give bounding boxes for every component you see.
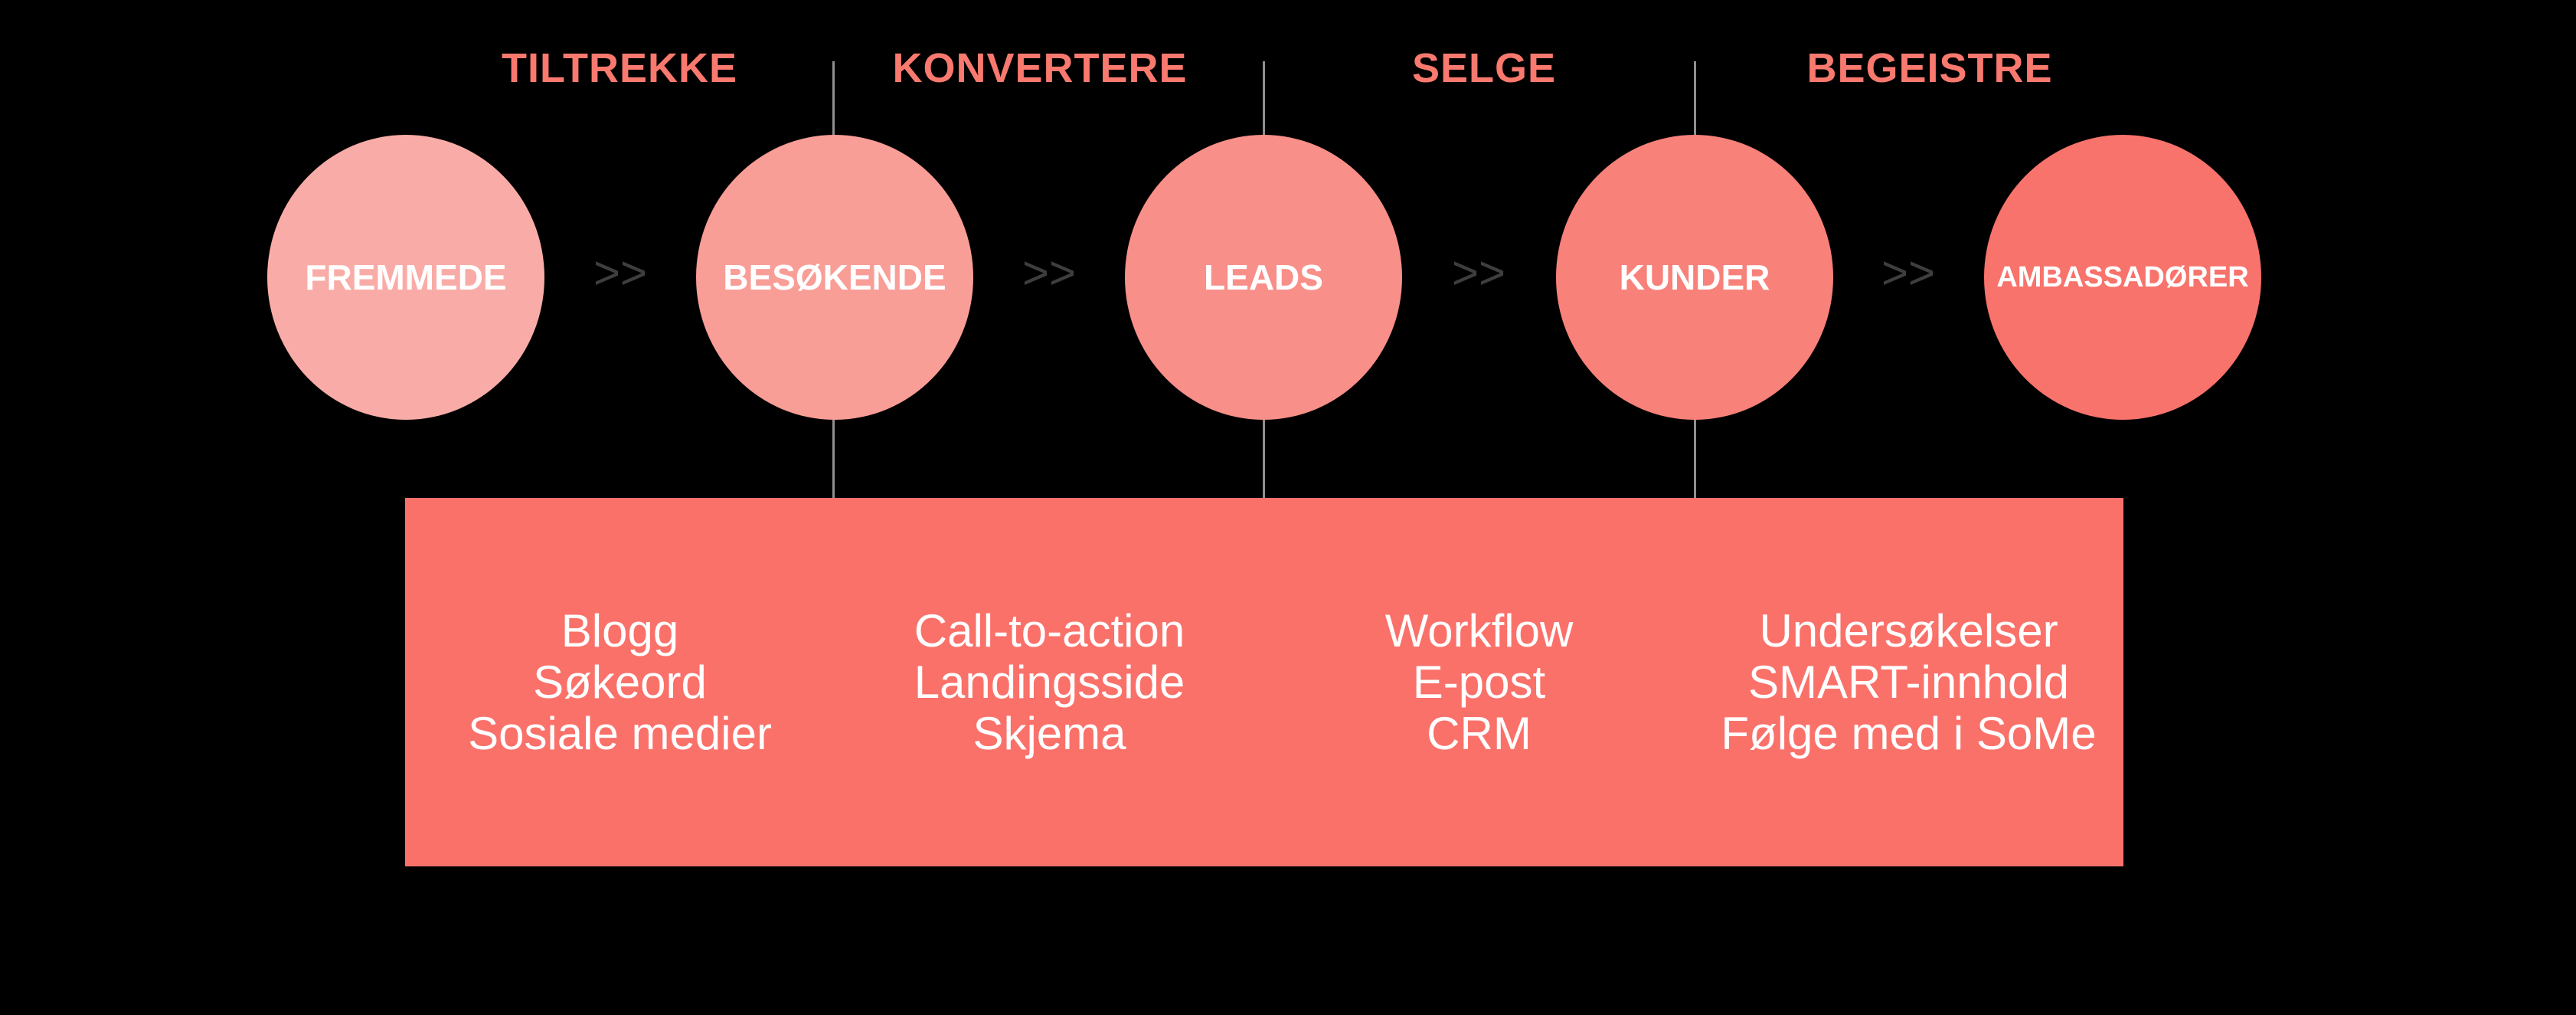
tool-item: Landingsside — [914, 656, 1185, 708]
audience-circle-fremmede: FREMMEDE — [267, 135, 544, 420]
chevron-right-icon: >> — [1022, 247, 1077, 299]
tool-item: Undersøkelser — [1759, 605, 2058, 656]
audience-label: LEADS — [1204, 257, 1323, 297]
tools-column-begeistre: Undersøkelser SMART-innhold Følge med i … — [1694, 605, 2123, 759]
tools-column-tiltrekke: Blogg Søkeord Sosiale medier — [405, 605, 835, 759]
stage-label-selge: SELGE — [1411, 45, 1557, 91]
audience-circle-kunder: KUNDER — [1556, 135, 1833, 420]
tool-item: Sosiale medier — [468, 708, 772, 759]
audience-circle-ambassadorer: AMBASSADØRER — [1984, 135, 2261, 420]
audience-circle-besokende: BESØKENDE — [696, 135, 973, 420]
tool-item: Søkeord — [533, 656, 707, 708]
stage-label-konvertere: KONVERTERE — [892, 45, 1188, 91]
stage-label-tiltrekke: TILTREKKE — [502, 45, 737, 91]
tool-item: E-post — [1412, 656, 1546, 708]
chevron-right-icon: >> — [1881, 247, 1936, 299]
tool-item: Følge med i SoMe — [1721, 708, 2097, 759]
audience-label: BESØKENDE — [723, 257, 946, 297]
tools-column-konvertere: Call-to-action Landingsside Skjema — [835, 605, 1264, 759]
tool-item: Workflow — [1384, 605, 1574, 656]
audience-circle-leads: LEADS — [1125, 135, 1402, 420]
tool-item: Blogg — [561, 605, 679, 656]
stage-label-begeistre: BEGEISTRE — [1806, 45, 2053, 91]
tools-box: Blogg Søkeord Sosiale medier Call-to-act… — [405, 498, 2123, 866]
chevron-right-icon: >> — [593, 247, 648, 299]
tool-item: SMART-innhold — [1747, 656, 2070, 708]
tool-item: Call-to-action — [914, 605, 1185, 656]
tool-item: Skjema — [973, 708, 1126, 759]
audience-label: KUNDER — [1619, 257, 1770, 297]
tools-column-selge: Workflow E-post CRM — [1264, 605, 1694, 759]
audience-label: FREMMEDE — [305, 257, 507, 297]
chevron-right-icon: >> — [1451, 247, 1506, 299]
audience-label: AMBASSADØRER — [1996, 260, 2249, 293]
tool-item: CRM — [1427, 708, 1532, 759]
